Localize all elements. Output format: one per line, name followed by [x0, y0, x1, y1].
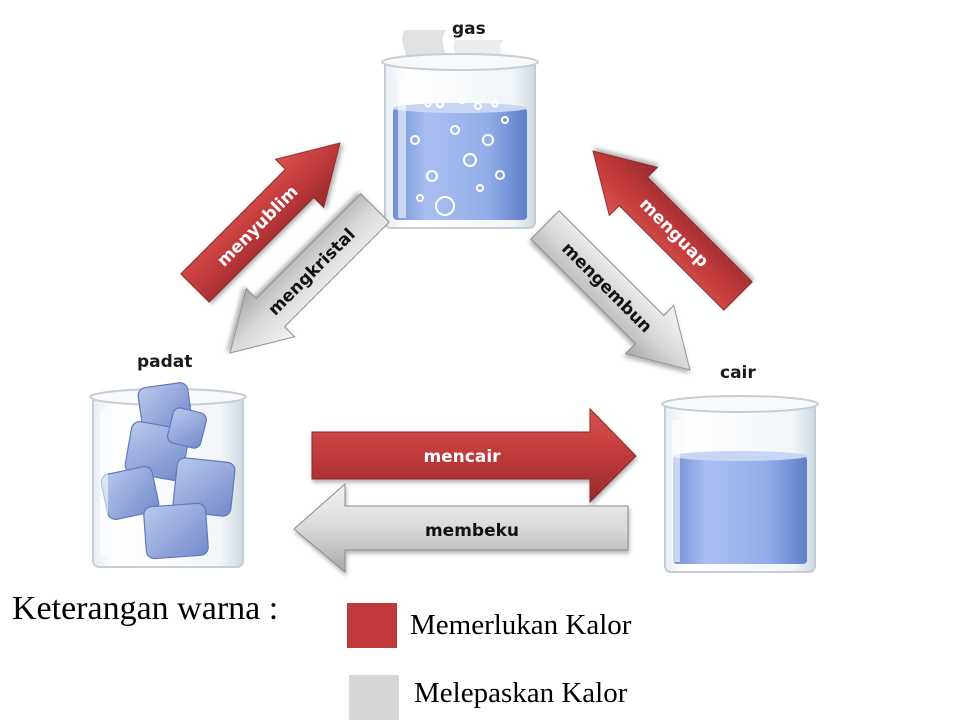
solid-beaker — [89, 382, 247, 568]
legend-label-absorb-heat: Memerlukan Kalor — [410, 609, 632, 641]
legend-title: Keterangan warna : — [12, 590, 279, 627]
arrow-mencair: mencair — [311, 407, 637, 504]
gas-beaker — [381, 30, 539, 229]
legend-swatch-absorb-heat — [347, 603, 397, 648]
arrow-label-menyublim: menyublim — [213, 182, 302, 271]
legend-swatch-release-heat — [349, 675, 399, 720]
arrow-label-membeku: membeku — [425, 521, 519, 541]
arrow-label-mengembun: mengembun — [557, 239, 655, 337]
arrow-label-mengkristal: mengkristal — [264, 225, 359, 320]
state-label-gas: gas — [452, 19, 486, 39]
state-label-liquid: cair — [720, 363, 756, 383]
arrow-menyublim: menyublim — [180, 142, 341, 303]
arrow-mengkristal: mengkristal — [229, 193, 390, 354]
legend-label-release-heat: Melepaskan Kalor — [414, 677, 628, 709]
liquid-beaker — [661, 395, 819, 573]
arrow-membeku: membeku — [293, 482, 629, 574]
arrow-label-mencair: mencair — [423, 447, 501, 467]
state-label-solid: padat — [137, 352, 192, 372]
